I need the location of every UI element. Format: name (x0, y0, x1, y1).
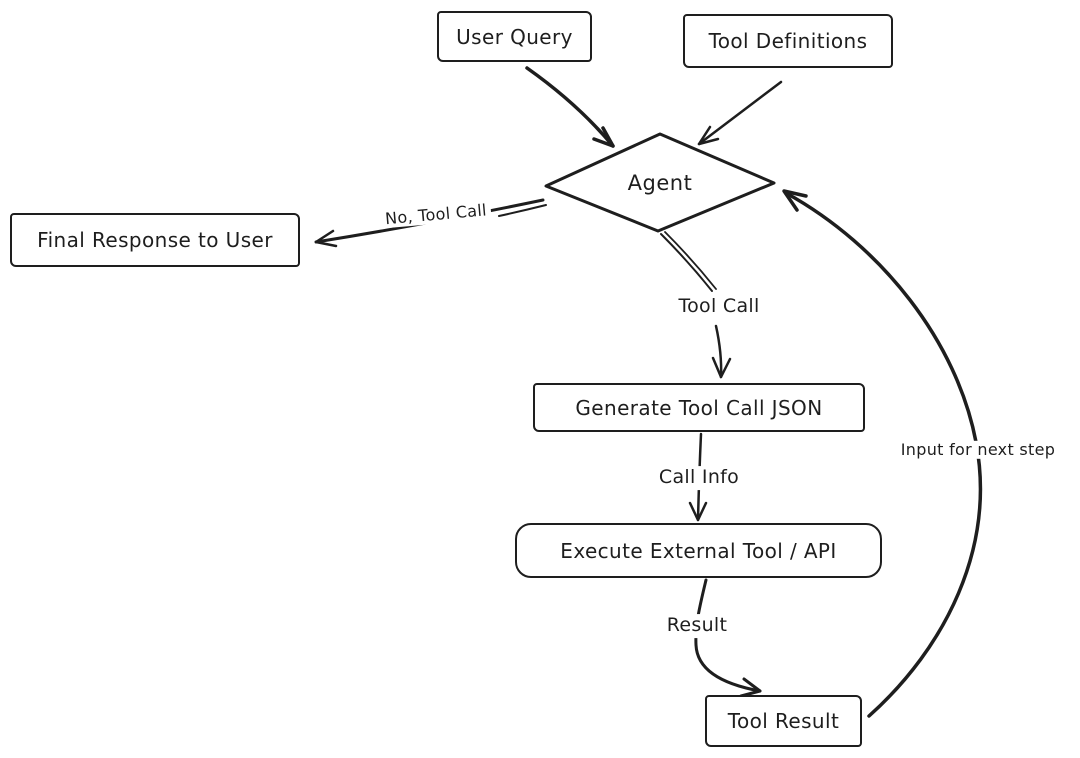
node-agent-diamond (544, 132, 776, 233)
node-tool-result: Tool Result (705, 695, 862, 747)
node-execute-external-tool: Execute External Tool / API (515, 523, 882, 578)
node-generate-tool-call-json: Generate Tool Call JSON (533, 383, 865, 432)
edge-label-tool-call: Tool Call (672, 295, 766, 319)
node-agent-label: Agent (627, 171, 693, 195)
node-execute-external-tool-label: Execute External Tool / API (560, 538, 837, 563)
node-final-response: Final Response to User (10, 213, 300, 267)
edge-label-result: Result (660, 614, 734, 638)
edge-agent-to-generate-json (660, 231, 732, 379)
node-tool-definitions-label: Tool Definitions (708, 29, 868, 53)
edge-user-query-to-agent (525, 66, 615, 148)
edge-label-input-for-next-step: Input for next step (896, 440, 1060, 460)
node-tool-result-label: Tool Result (727, 709, 840, 733)
node-user-query: User Query (437, 11, 592, 62)
edge-tool-definitions-to-agent (697, 80, 783, 146)
edge-execute-to-tool-result (694, 578, 762, 698)
node-final-response-label: Final Response to User (37, 228, 273, 252)
node-generate-tool-call-json-label: Generate Tool Call JSON (575, 395, 823, 420)
edge-label-call-info: Call Info (652, 466, 746, 490)
node-user-query-label: User Query (456, 24, 573, 49)
node-tool-definitions: Tool Definitions (683, 14, 893, 68)
